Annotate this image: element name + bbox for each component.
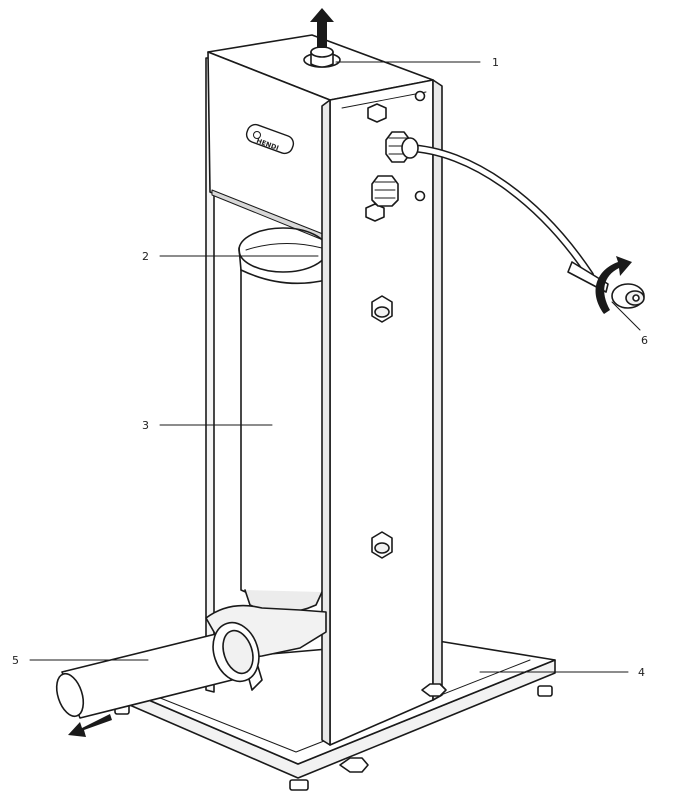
callout-2: 2: [142, 250, 149, 263]
main-column: [321, 79, 443, 746]
callout-5: 5: [12, 654, 19, 667]
callout-leaders: [29, 61, 641, 673]
up-arrow-icon: [310, 8, 334, 48]
out-arrow-icon: [68, 714, 112, 737]
callout-3: 3: [142, 419, 149, 432]
outlet-nozzle: [55, 604, 327, 719]
piston-rod: [303, 46, 341, 68]
direction-arrows: [68, 8, 632, 737]
callout-labels: 1 2 3 4 5 6: [12, 56, 648, 679]
callout-6: 6: [641, 334, 648, 347]
callout-1: 1: [492, 56, 499, 69]
callout-4: 4: [638, 666, 645, 679]
rotate-arrow-icon: [595, 256, 632, 314]
filling-cylinder: [238, 227, 328, 614]
column-bolts: [339, 90, 447, 773]
